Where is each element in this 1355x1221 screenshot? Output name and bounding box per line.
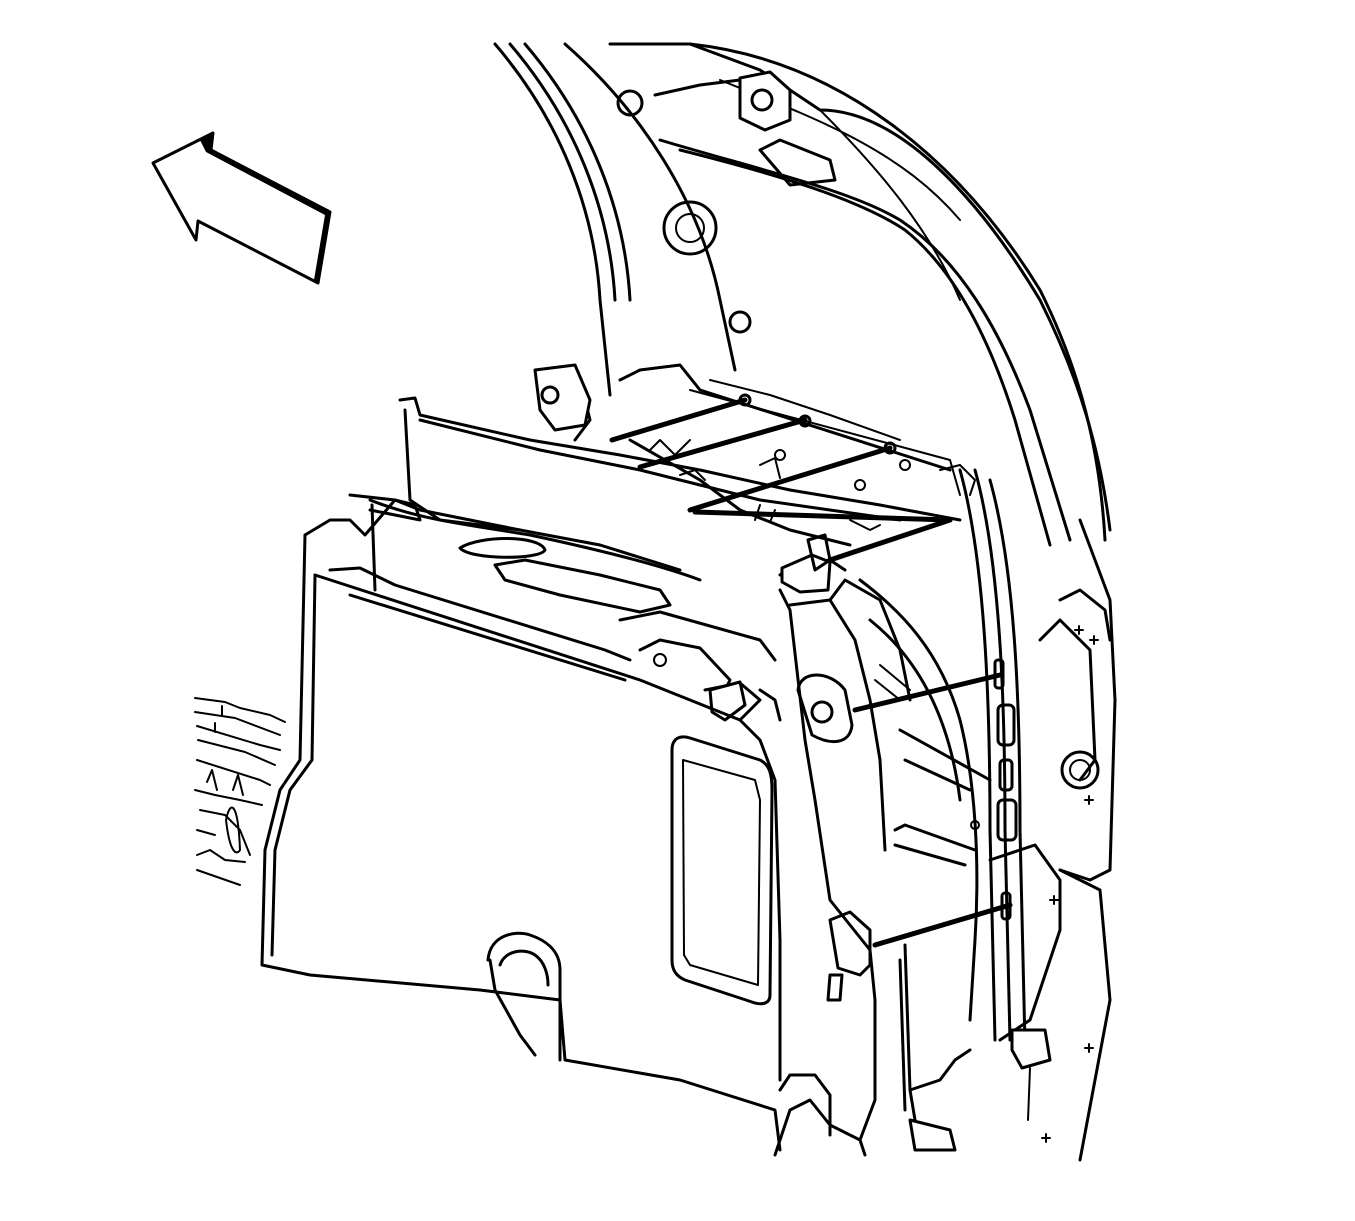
d-pillar-trim-panel [773,533,912,1157]
front-of-vehicle-arrow [151,131,332,285]
quarter-inner-panel [858,578,992,1152]
quarter-trim-panel [260,498,782,1152]
rear-cargo-floor [194,697,286,886]
trim-fastener [738,393,1012,921]
callout-leader-lines [609,397,1013,948]
speaker-grille [670,735,774,1006]
liftgate-opening-frame [493,42,1112,547]
d-pillar-inner-frame [958,468,1117,1162]
rear-roof-trim-panel [398,363,976,547]
